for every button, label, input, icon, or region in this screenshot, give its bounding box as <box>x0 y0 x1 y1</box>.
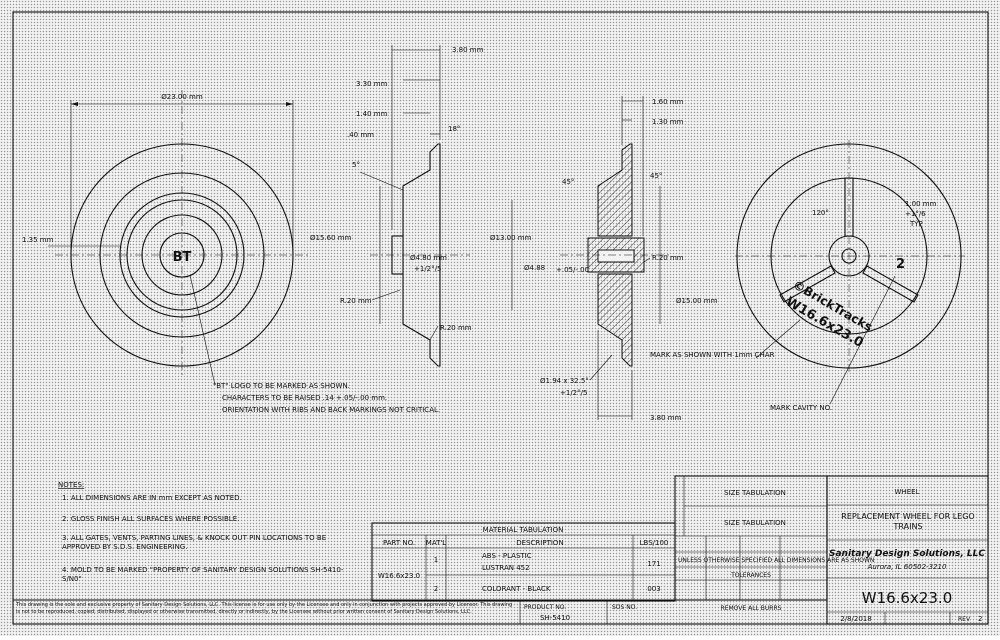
title-date: 2/8/2018 <box>840 615 871 623</box>
footer-product-label: PRODUCT NO. <box>524 604 566 611</box>
back-rib-typ: TYP <box>909 220 923 228</box>
section-radius: R.20 mm <box>652 254 684 262</box>
title-rev: 2 <box>978 615 982 623</box>
section-width-bottom: 3.80 mm <box>650 414 682 422</box>
back-view: 120° 1.00 mm +1°/6 TYP ©BrickTracks W16.… <box>650 140 965 412</box>
back-rib-width: 1.00 mm <box>905 200 937 208</box>
section-base-tol: +1/2°/5 <box>560 389 587 397</box>
note-2: 2. GLOSS FINISH ALL SURFACES WHERE POSSI… <box>62 515 239 523</box>
material-row-1-desc: ABS - PLASTIC <box>482 552 532 560</box>
material-row-1-desc2: LUSTRAN 452 <box>482 564 530 572</box>
back-angle: 120° <box>812 209 829 217</box>
logo-note-line-2: CHARACTERS TO BE RAISED .14 +.05/-.00 mm… <box>222 394 387 402</box>
section-upper-hatch <box>597 143 633 237</box>
title-drawing-no: W16.6x23.0 <box>862 589 953 607</box>
material-header-desc: DESCRIPTION <box>516 539 563 547</box>
side-radius-a: R.20 mm <box>340 297 372 305</box>
section-lower-hatch <box>597 273 633 367</box>
material-row-2-lbs: 003 <box>647 585 660 593</box>
note-4: 4. MOLD TO BE MARKED "PROPERTY OF SANITA… <box>62 566 344 583</box>
back-ribs <box>779 177 919 303</box>
section-bore-tol: +.05/-.00 <box>556 266 589 274</box>
section-angle-a: 45° <box>562 178 574 186</box>
section-bore-diameter: Ø4.88 <box>524 264 545 272</box>
material-part-no: W16.6x23.0 <box>378 572 420 580</box>
material-row-2-matl: 2 <box>434 585 438 593</box>
material-table: MATERIAL TABULATION PART NO. MAT'L DESCR… <box>371 522 676 602</box>
section-width-a: 1.60 mm <box>652 98 684 106</box>
section-angle-b: 45° <box>650 172 662 180</box>
footer-strip: This drawing is the sole and exclusive p… <box>13 599 675 624</box>
material-header-part: PART NO. <box>383 539 415 547</box>
material-row-1-lbs: 171 <box>647 560 660 568</box>
section-width-b: 1.30 mm <box>652 118 684 126</box>
title-part: WHEEL <box>895 488 920 496</box>
back-note-cavity: MARK CAVITY NO. <box>770 404 832 412</box>
footer-product-no: SH-5410 <box>540 614 570 622</box>
section-base-diameter: Ø1.94 x 32.5° <box>540 377 589 385</box>
logo-note-line-3: ORIENTATION WITH RIBS AND BACK MARKINGS … <box>222 406 440 414</box>
title-description: REPLACEMENT WHEEL FOR LEGO TRAINS <box>841 512 975 531</box>
title-rev-label: REV <box>958 616 971 623</box>
size-tabulation-block: SIZE TABULATION SIZE TABULATION UNLESS O… <box>674 475 874 612</box>
side-view: 3.80 mm 3.30 mm 1.40 mm .40 mm 18° 5° Ø1… <box>310 45 484 367</box>
front-offset-label: 1.35 mm <box>22 236 54 244</box>
back-cavity-number: 2 <box>896 257 905 272</box>
side-bore-tol: +1/2°/5 <box>414 265 441 273</box>
cavity-leader <box>829 275 896 405</box>
section-outer-diameter: Ø13.00 mm <box>490 234 532 242</box>
title-block: WHEEL REPLACEMENT WHEEL FOR LEGO TRAINS … <box>826 475 989 625</box>
material-table-title: MATERIAL TABULATION <box>483 526 564 534</box>
note-3: 3. ALL GATES, VENTS, PARTING LINES, & KN… <box>62 534 327 551</box>
section-view: 1.60 mm 1.30 mm 45° 45° Ø13.00 mm Ø4.88 … <box>490 96 718 422</box>
side-angle-top: 18° <box>448 125 460 133</box>
footer-disclaimer: This drawing is the sole and exclusive p… <box>16 602 513 615</box>
title-company: Sanitary Design Solutions, LLC <box>829 549 985 559</box>
section-rim-diameter: Ø15.00 mm <box>676 297 718 305</box>
notes-heading: NOTES: <box>58 481 84 489</box>
side-angle-left: 5° <box>352 161 360 169</box>
tolerance-heading: TOLERANCES <box>730 572 771 579</box>
title-address: Aurora, IL 60502-3210 <box>867 563 947 571</box>
size-tab-b: SIZE TABULATION <box>724 519 786 527</box>
side-width-b: 1.40 mm <box>356 110 388 118</box>
material-header-lbs: LBS/100 <box>640 539 669 547</box>
back-note-mark: MARK AS SHOWN WITH 1mm CHAR <box>650 351 775 359</box>
front-view: BT Ø23.00 mm 1.35 mm "BT" LOGO TO BE MAR… <box>22 90 440 414</box>
side-radius-b: R.20 mm <box>440 324 472 332</box>
size-tab-a: SIZE TABULATION <box>724 489 786 497</box>
side-width-total: 3.80 mm <box>452 46 484 54</box>
material-header-matl: MAT'L <box>426 539 446 547</box>
notes-block: NOTES: 1. ALL DIMENSIONS ARE IN mm EXCEP… <box>58 481 344 583</box>
side-profile <box>402 143 441 367</box>
material-row-1-matl: 1 <box>434 556 438 564</box>
footer-sos-label: SOS NO. <box>612 604 637 611</box>
side-width-c: .40 mm <box>347 131 374 139</box>
logo-note-line-1: "BT" LOGO TO BE MARKED AS SHOWN. <box>213 382 350 390</box>
side-bore: Ø4.80 mm <box>410 254 447 262</box>
logo-leader <box>189 274 216 386</box>
back-rib-tol: +1°/6 <box>905 210 926 218</box>
note-1: 1. ALL DIMENSIONS ARE IN mm EXCEPT AS NO… <box>62 494 242 502</box>
tolerance-caption: UNLESS OTHERWISE SPECIFIED ALL DIMENSION… <box>678 557 874 564</box>
tolerance-footer: REMOVE ALL BURRS <box>721 605 782 612</box>
front-diameter-label: Ø23.00 mm <box>161 93 203 101</box>
side-hub-diameter: Ø15.60 mm <box>310 234 352 242</box>
material-row-2-desc: COLORANT - BLACK <box>482 585 551 593</box>
sheet-border <box>12 11 989 625</box>
mark-leader <box>755 319 801 359</box>
side-width-a: 3.30 mm <box>356 80 388 88</box>
bt-logo: BT <box>173 250 192 265</box>
section-bore <box>597 249 635 263</box>
